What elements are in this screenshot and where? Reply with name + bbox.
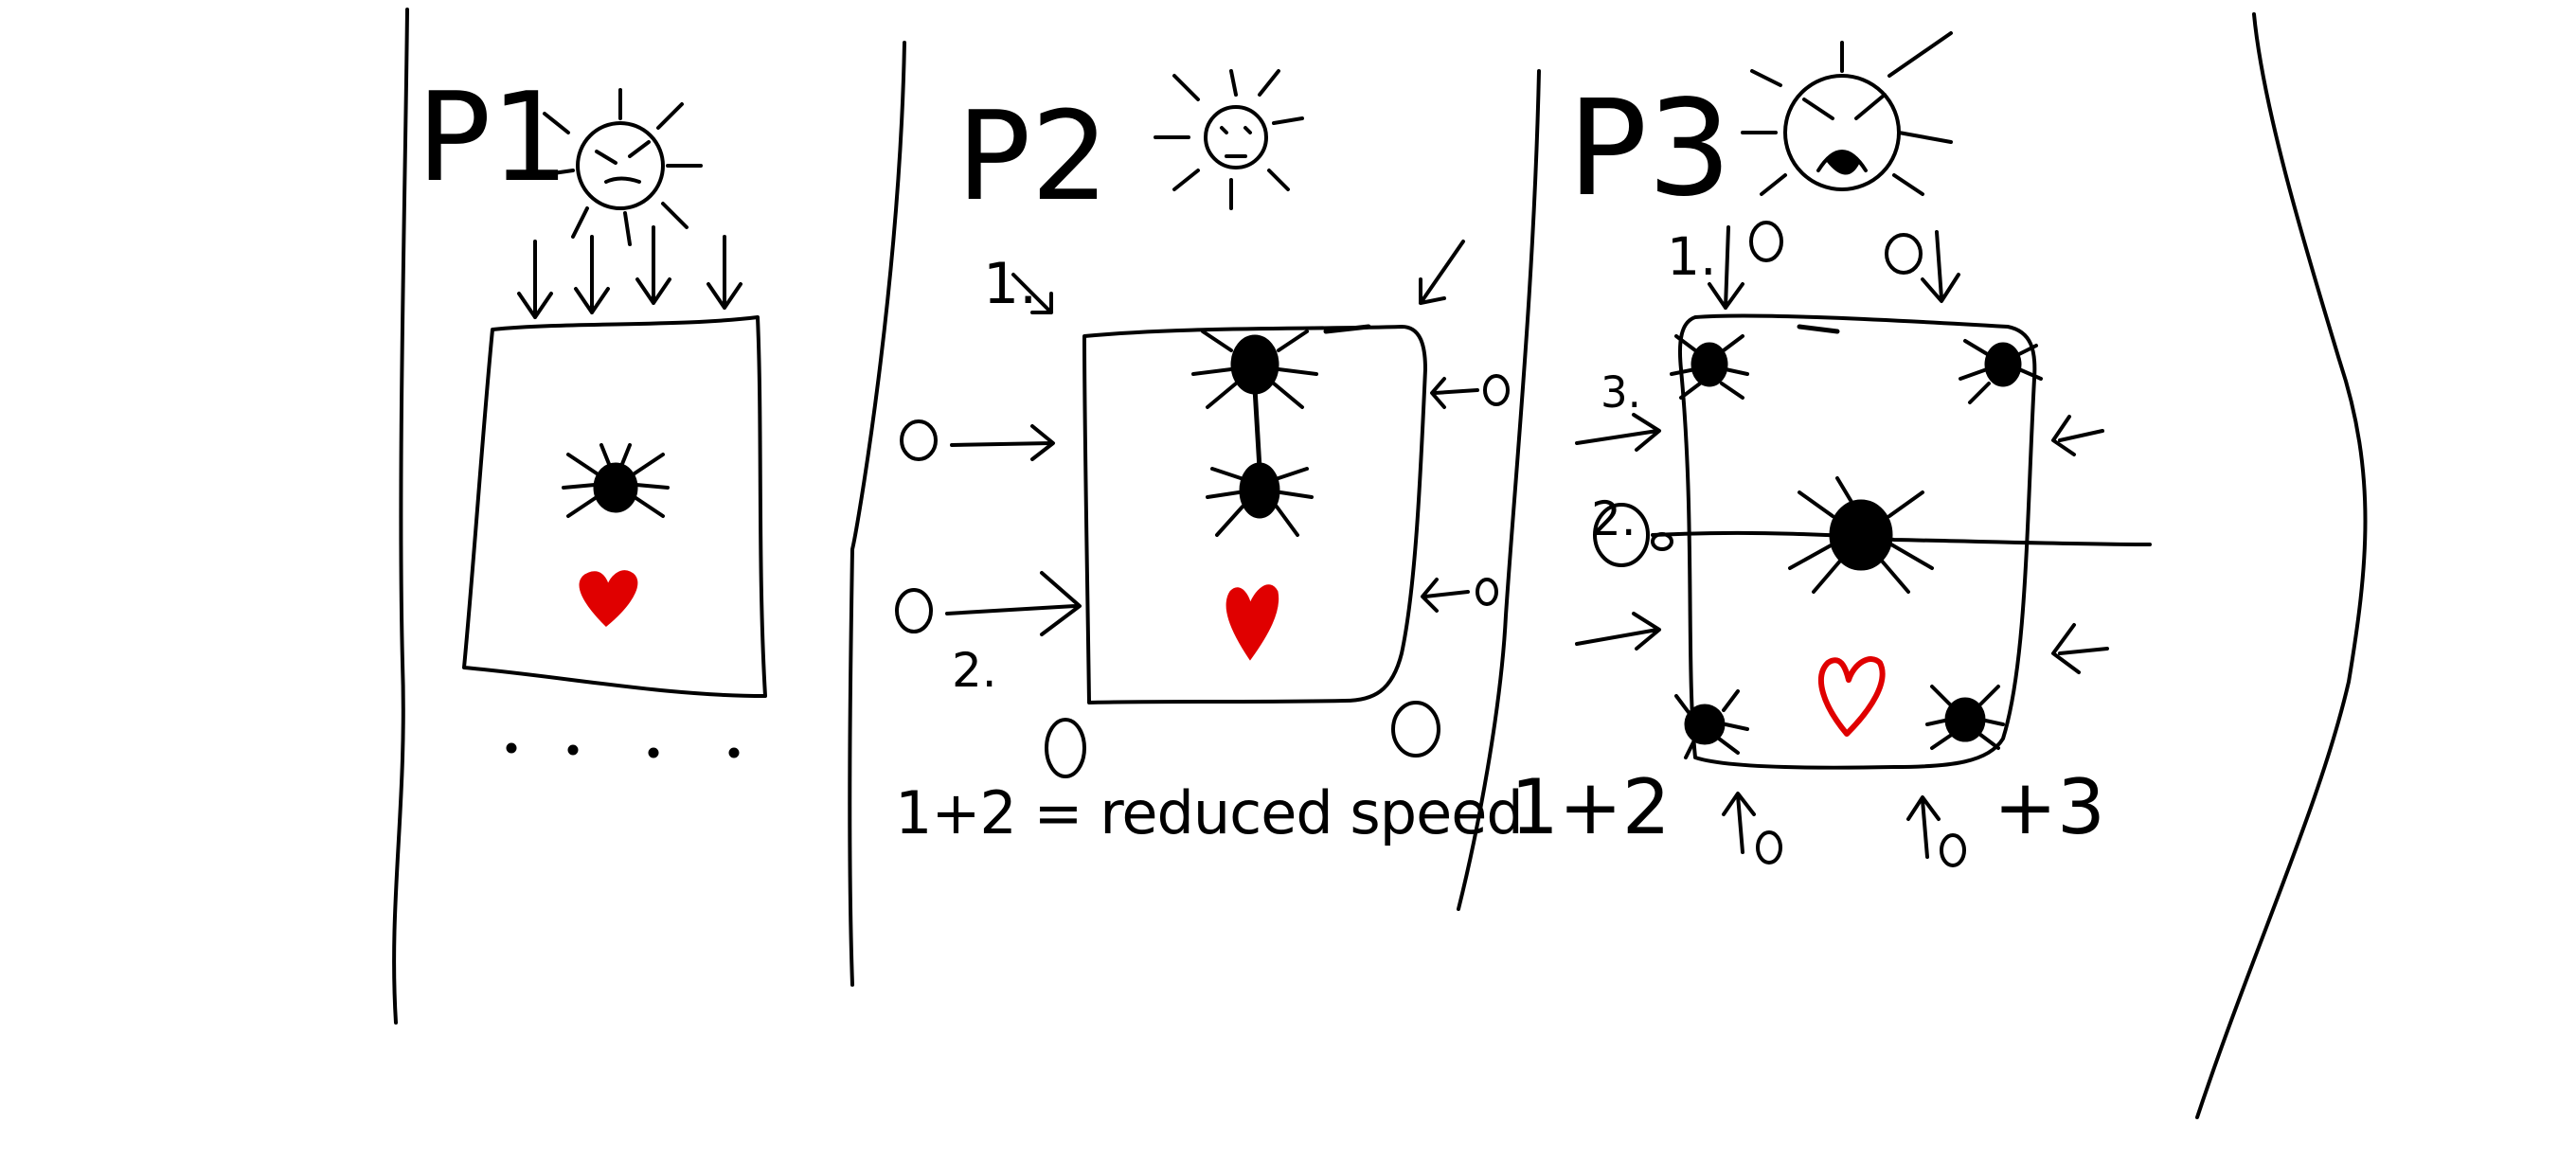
arrow-icon (1011, 273, 1053, 314)
box-notch (1797, 324, 1840, 334)
circle-marker (1756, 830, 1782, 865)
spider-icon (1674, 689, 1749, 759)
panel-p2: P2 1. 2. (895, 69, 1524, 847)
arrow-icon (1921, 230, 1960, 303)
marker-three: 3. (1601, 367, 1641, 418)
marker-one: 1. (1667, 226, 1716, 287)
panel-label: P2 (957, 84, 1109, 228)
heart-icon (1225, 584, 1279, 661)
spider-icon (1670, 334, 1749, 400)
falling-arrows (517, 225, 742, 319)
panel-dividers (392, 8, 2368, 1119)
sun-face-icon (1741, 31, 1953, 196)
marker-one: 1. (983, 251, 1037, 317)
heart-icon (1817, 656, 1886, 737)
arrow-icon (1722, 792, 1756, 854)
p3-note-left: 1+2 (1511, 763, 1671, 851)
circle-marker (1749, 221, 1783, 262)
spider-icon (1206, 462, 1314, 537)
sun-face-icon (1154, 69, 1304, 210)
circle-marker (1045, 718, 1086, 778)
arrow-icon (1419, 240, 1465, 305)
p2-note: 1+2 = reduced speed (895, 778, 1523, 847)
panel-label: P1 (417, 65, 569, 209)
panel-p1: P1 (417, 65, 767, 758)
p1-box (462, 315, 767, 698)
sun-face-icon (538, 88, 703, 246)
arrow-icon (1708, 225, 1744, 310)
box-notch (1323, 324, 1371, 334)
spider-icon (1788, 476, 1934, 594)
spider-icon (1959, 339, 2043, 404)
spider-icon (1925, 685, 2005, 750)
incoming-arrows (895, 374, 1510, 636)
arrow-icon (1906, 795, 1941, 859)
circle-marker (1885, 233, 1923, 275)
heart-icon (579, 570, 638, 628)
circle-marker (1940, 833, 1966, 867)
marker-two: 2. (952, 643, 997, 698)
incoming-arrows (1575, 413, 2109, 674)
p3-note-right: +3 (1994, 763, 2105, 851)
web-thread (1252, 385, 1262, 472)
circle-marker (1391, 701, 1440, 758)
ellipsis-dots (506, 742, 740, 758)
spider-icon (562, 443, 670, 518)
panel-p3: P3 1. (1511, 31, 2152, 867)
panel-label: P3 (1567, 72, 1732, 226)
web-line (1651, 530, 2152, 546)
